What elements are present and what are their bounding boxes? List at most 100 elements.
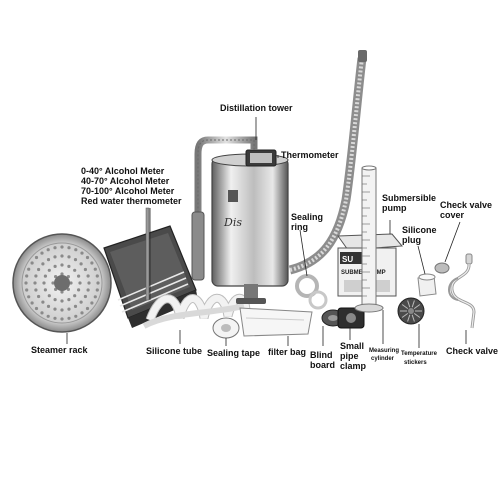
- rack-hole: [41, 262, 45, 266]
- rack-hole: [60, 254, 64, 258]
- label-submersible-pump-line1: Submersible: [382, 193, 437, 203]
- rack-hole: [67, 255, 71, 259]
- rack-hole: [53, 264, 57, 268]
- rack-hole: [60, 299, 64, 303]
- rack-hole: [86, 274, 90, 278]
- rack-hole: [60, 263, 64, 267]
- rack-hole: [43, 274, 48, 278]
- small-pipe-clamp: [337, 307, 365, 329]
- check-valve: [448, 253, 476, 329]
- rack-hole: [73, 294, 77, 298]
- rack-hole: [74, 248, 78, 252]
- label-silicone-plug-line2: plug: [402, 235, 421, 245]
- label-temperature-stickers-line1: Temperature: [401, 351, 437, 357]
- rack-hole: [46, 314, 50, 318]
- rack-hole: [40, 251, 44, 255]
- rack-hole: [40, 311, 44, 315]
- rack-hole: [34, 288, 38, 292]
- rack-hole: [41, 300, 45, 304]
- leader-lines: [66, 117, 467, 348]
- rack-hole: [60, 308, 64, 312]
- rack-hole: [79, 262, 83, 266]
- rack-hole: [43, 288, 48, 292]
- label-measuring-cylinder-line2: cylinder: [371, 356, 395, 362]
- rack-hole: [60, 245, 64, 249]
- rack-hole: [86, 288, 90, 292]
- label-alcohol-meter-0-40: 0-40° Alcohol Meter: [81, 166, 165, 176]
- tank-marking: Dis: [223, 216, 242, 229]
- temperature-stickers: [397, 297, 425, 325]
- rack-hole: [78, 281, 82, 285]
- rack-hole: [27, 295, 31, 299]
- label-steamer-rack: Steamer rack: [31, 345, 88, 355]
- rack-hole: [53, 316, 57, 320]
- rack-hole: [51, 281, 55, 285]
- rack-hole: [67, 264, 71, 268]
- rack-hole: [53, 255, 57, 259]
- rack-hole: [67, 246, 71, 250]
- label-alcohol-meter-40-70: 40-70° Alcohol Meter: [81, 176, 170, 186]
- sticker-segment: [413, 304, 421, 310]
- flexible-hose: [288, 50, 367, 275]
- rack-hole: [77, 288, 81, 292]
- label-temperature-stickers-line2: stickers: [404, 360, 427, 366]
- tank-thermometer: [245, 149, 277, 167]
- rack-hole: [60, 290, 64, 294]
- red-water-thermometer: [145, 207, 150, 301]
- sticker-segment: [401, 312, 409, 318]
- rack-hole: [46, 248, 50, 252]
- rack-hole: [30, 261, 34, 265]
- rack-hole: [53, 246, 57, 250]
- label-red-water-thermometer: Red water thermometer: [81, 196, 182, 206]
- rack-hole: [83, 267, 87, 272]
- sticker-segment: [407, 314, 411, 322]
- filter-bag: [239, 307, 313, 337]
- pump-box-brand: SU: [342, 255, 353, 264]
- rack-hole: [34, 255, 39, 260]
- label-blind-board-line1: Blind: [310, 350, 333, 360]
- rack-hole: [73, 258, 78, 262]
- sticker-segment: [411, 314, 415, 322]
- sticker-segment: [413, 312, 421, 318]
- label-small-pipe-clamp-line1: Small: [340, 341, 365, 351]
- rack-hole: [27, 267, 31, 271]
- label-alcohol-meter-70-100: 70-100° Alcohol Meter: [81, 186, 175, 196]
- rack-hole: [90, 301, 94, 305]
- rack-hole: [47, 268, 51, 272]
- label-blind-board-line2: board: [310, 360, 336, 370]
- rack-hole: [85, 306, 90, 311]
- silicone-plug: [417, 273, 437, 297]
- rack-hole: [79, 300, 83, 304]
- rack-hole: [95, 288, 99, 292]
- rack-hole: [25, 274, 29, 278]
- label-small-pipe-clamp-line3: clamp: [340, 361, 367, 371]
- label-check-valve-cover-line1: Check valve: [440, 200, 493, 210]
- rack-hole: [37, 294, 41, 299]
- label-thermometer: Thermometer: [281, 150, 339, 160]
- sealing-ring: [295, 274, 328, 310]
- rack-hole: [95, 274, 99, 278]
- distillation-tank: Dis: [211, 153, 289, 304]
- rack-hole: [24, 281, 28, 285]
- rack-hole: [96, 281, 100, 285]
- rack-hole: [77, 274, 81, 278]
- label-filter-bag: filter bag: [268, 347, 307, 357]
- rack-hole: [90, 261, 94, 265]
- distillation-tower-pipe: [191, 136, 258, 281]
- sealing-tape: [212, 317, 240, 339]
- rack-hole: [46, 258, 51, 262]
- check-valve-cover: [434, 262, 450, 274]
- rack-hole: [53, 307, 57, 311]
- label-measuring-cylinder-line1: Measuring: [369, 348, 400, 354]
- rack-hole: [53, 298, 57, 302]
- sticker-segment: [401, 304, 409, 310]
- label-sealing-ring-line1: Sealing: [291, 212, 324, 222]
- rack-hole: [85, 255, 90, 260]
- sticker-segment: [411, 300, 415, 308]
- measuring-cylinder: [354, 165, 384, 313]
- rack-hole: [34, 274, 38, 278]
- rack-hole: [67, 298, 71, 302]
- label-submersible-pump-line2: pump: [382, 203, 407, 213]
- rack-hole: [67, 307, 71, 311]
